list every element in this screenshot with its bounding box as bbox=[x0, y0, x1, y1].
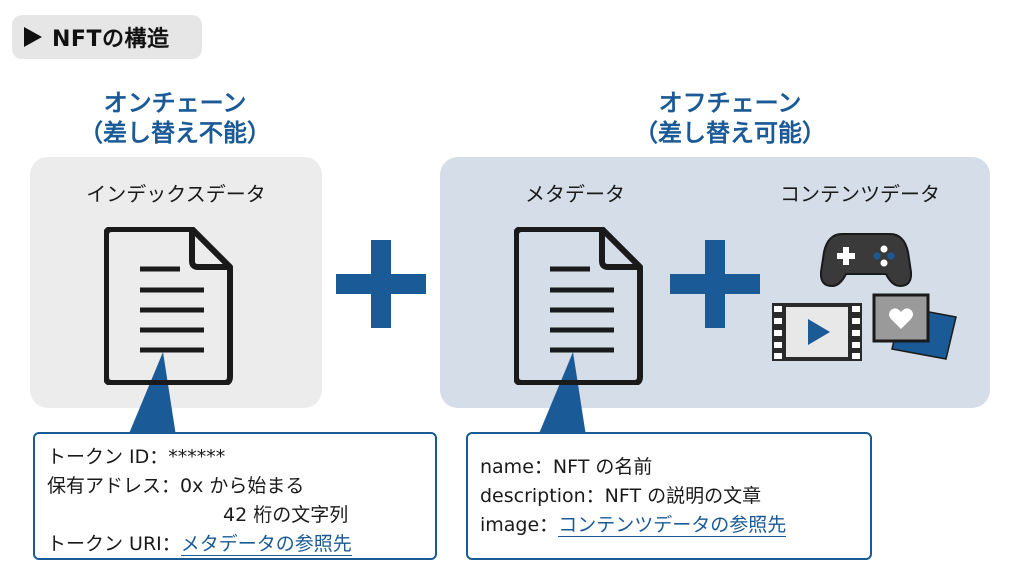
address-row: 保有アドレス：0x から始まる bbox=[47, 472, 425, 501]
game-controller-icon bbox=[820, 233, 912, 288]
onchain-heading: オンチェーン （差し替え不能） bbox=[45, 88, 305, 148]
offchain-heading-line2: （差し替え可能） bbox=[634, 119, 826, 147]
offchain-heading: オフチェーン （差し替え可能） bbox=[590, 88, 870, 148]
offchain-details-box: name：NFT の名前 description：NFT の説明の文章 imag… bbox=[466, 432, 872, 560]
image-link[interactable]: コンテンツデータの参照先 bbox=[558, 514, 787, 537]
index-data-label: インデックスデータ bbox=[86, 182, 266, 206]
name-value: NFT の名前 bbox=[552, 456, 653, 478]
content-data-label: コンテンツデータ bbox=[780, 182, 940, 206]
address-label: 保有アドレス： bbox=[47, 475, 181, 497]
name-label: name： bbox=[480, 456, 553, 478]
description-value: NFT の説明の文章 bbox=[604, 485, 762, 507]
onchain-details-box: トークン ID：****** 保有アドレス：0x から始まる 42 桁の文字列 … bbox=[33, 432, 437, 560]
token-uri-label: トークン URI： bbox=[47, 533, 181, 555]
image-row: image：コンテンツデータの参照先 bbox=[480, 511, 860, 540]
token-id-row: トークン ID：****** bbox=[47, 443, 425, 472]
onchain-callout-pointer bbox=[128, 352, 176, 436]
onchain-heading-line1: オンチェーン bbox=[103, 89, 247, 117]
token-id-value: ****** bbox=[168, 446, 226, 468]
description-row: description：NFT の説明の文章 bbox=[480, 482, 860, 511]
address-value-2: 42 桁の文字列 bbox=[223, 504, 349, 526]
header-title: NFTの構造 bbox=[52, 27, 170, 52]
triangle-right-icon bbox=[24, 27, 42, 47]
document-icon bbox=[514, 227, 643, 385]
image-label: image： bbox=[480, 514, 559, 536]
plus-icon bbox=[670, 240, 760, 328]
onchain-heading-line2: （差し替え不能） bbox=[79, 119, 271, 147]
section-header bbox=[12, 15, 202, 59]
token-uri-link[interactable]: メタデータの参照先 bbox=[180, 533, 352, 556]
document-icon bbox=[104, 227, 233, 385]
onchain-panel bbox=[30, 157, 322, 408]
name-row: name：NFT の名前 bbox=[480, 453, 860, 482]
address-value-1: 0x から始まる bbox=[180, 475, 305, 497]
plus-icon bbox=[336, 240, 426, 328]
offchain-callout-pointer bbox=[538, 352, 586, 436]
token-id-label: トークン ID： bbox=[47, 446, 169, 468]
video-film-icon bbox=[772, 303, 862, 361]
description-label: description： bbox=[480, 485, 605, 507]
offchain-heading-line1: オフチェーン bbox=[658, 89, 802, 117]
token-uri-row: トークン URI：メタデータの参照先 bbox=[47, 530, 425, 559]
address-row-2: 42 桁の文字列 bbox=[47, 501, 425, 530]
photo-heart-icon bbox=[872, 293, 957, 360]
metadata-label: メタデータ bbox=[525, 182, 625, 206]
